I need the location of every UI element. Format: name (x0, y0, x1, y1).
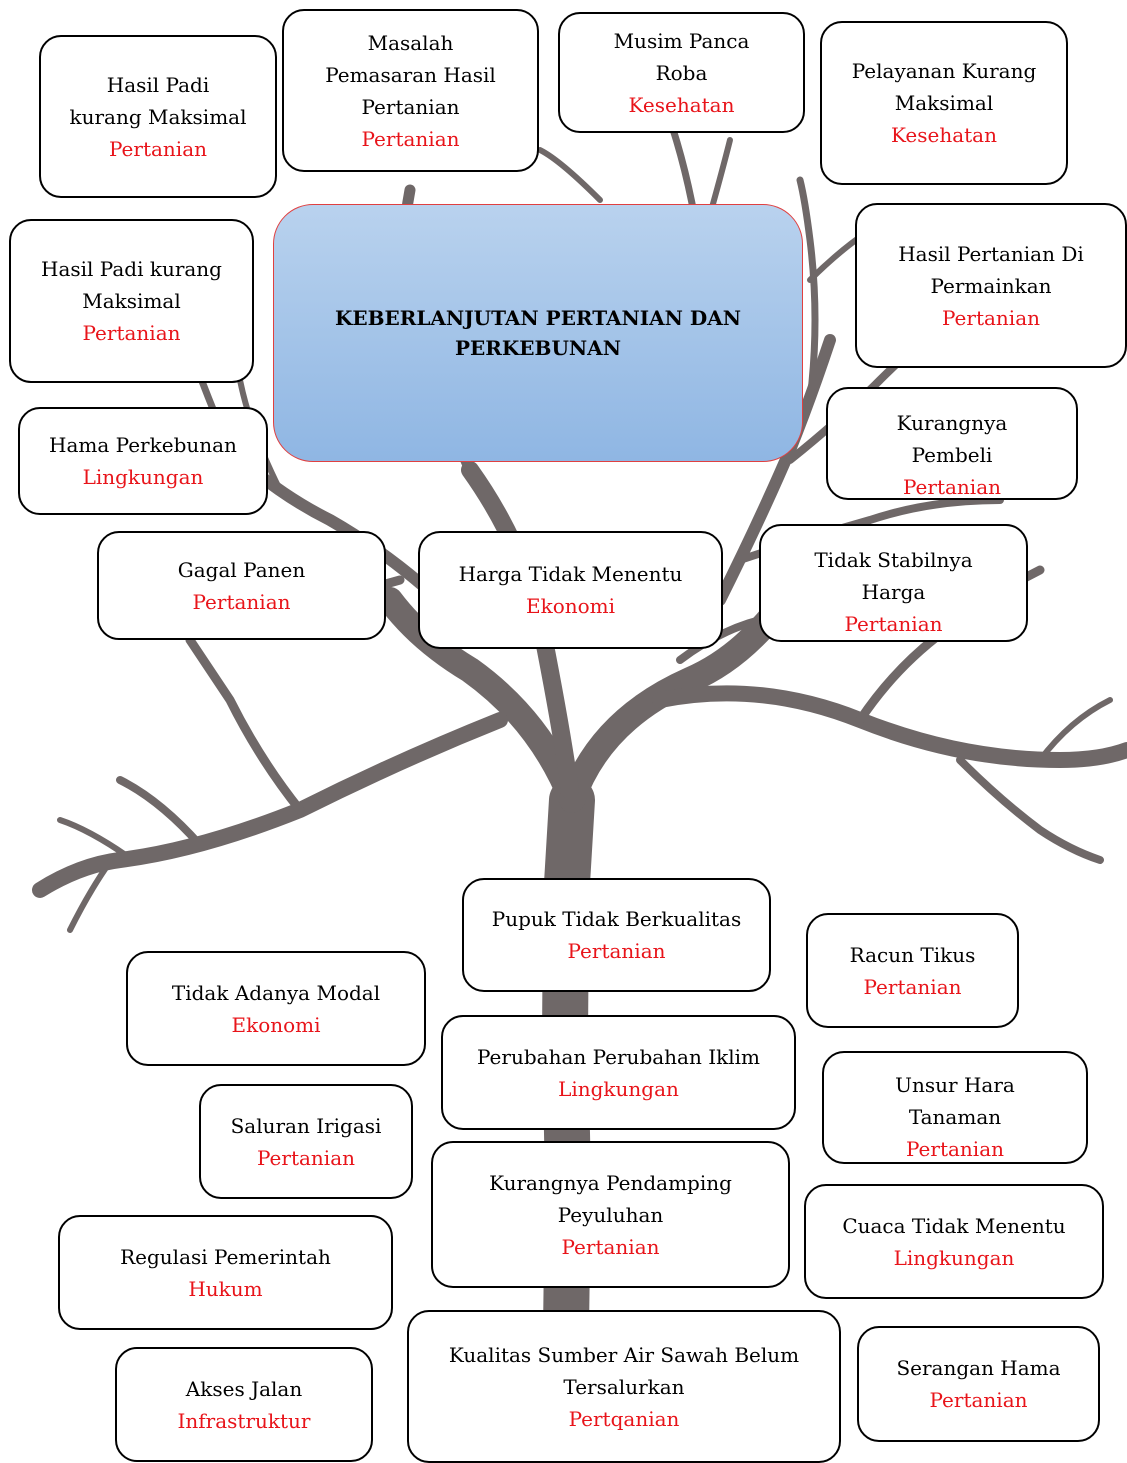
node-category: Hukum (188, 1276, 263, 1301)
node-text: Kurangnya (896, 411, 1008, 435)
node-text: Harga (861, 580, 926, 604)
node-category: Pertanian (567, 939, 666, 963)
node-text: Hasil Padi (106, 72, 210, 97)
node-text: Tidak Stabilnya (814, 548, 973, 572)
node-text: Pertanian (361, 94, 460, 119)
node-hasil-padi-kurang-maksimal-1: Hasil Padi kurang Maksimal Pertanian (39, 35, 277, 198)
node-tidak-adanya-modal: Tidak Adanya Modal Ekonomi (126, 951, 426, 1066)
node-text: Saluran Irigasi (230, 1113, 382, 1138)
node-category: Lingkungan (558, 1076, 679, 1101)
node-racun-tikus: Racun Tikus Pertanian (806, 913, 1019, 1028)
node-text: Tanaman (908, 1105, 1002, 1129)
node-pelayanan-kurang-maksimal: Pelayanan Kurang Maksimal Kesehatan (820, 21, 1068, 185)
node-tidak-stabilnya-harga: Tidak Stabilnya Harga Pertanian (759, 524, 1028, 642)
node-text: Kurangnya Pendamping (489, 1170, 732, 1195)
node-category: Pertqanian (568, 1406, 680, 1431)
central-topic: KEBERLANJUTAN PERTANIAN DAN PERKEBUNAN (273, 204, 803, 462)
node-text: Maksimal (894, 91, 994, 115)
node-category: Pertanian (906, 1137, 1004, 1161)
node-category: Pertanian (109, 136, 207, 161)
node-text: Roba (655, 60, 708, 85)
node-category: Pertanian (903, 475, 1001, 499)
node-unsur-hara-tanaman: Unsur Hara Tanaman Pertanian (822, 1051, 1088, 1164)
node-category: Kesehatan (891, 123, 997, 147)
node-text: Unsur Hara (895, 1073, 1015, 1097)
node-category: Infrastruktur (177, 1408, 311, 1433)
node-text: Serangan Hama (896, 1356, 1061, 1380)
node-kualitas-sumber-air: Kualitas Sumber Air Sawah Belum Tersalur… (407, 1310, 841, 1463)
node-text: Permainkan (930, 273, 1052, 298)
node-kurangnya-pendamping: Kurangnya Pendamping Peyuluhan Pertanian (431, 1141, 790, 1288)
node-category: Lingkungan (893, 1245, 1015, 1270)
node-category: Pertanian (561, 1234, 660, 1259)
node-akses-jalan: Akses Jalan Infrastruktur (115, 1347, 373, 1462)
node-pupuk-tidak-berkualitas: Pupuk Tidak Berkualitas Pertanian (462, 878, 771, 992)
node-text: Hasil Padi kurang (41, 257, 222, 281)
node-regulasi-pemerintah: Regulasi Pemerintah Hukum (58, 1215, 393, 1330)
node-text: Pemasaran Hasil (325, 62, 496, 87)
node-category: Pertanian (844, 612, 943, 636)
node-text: Pelayanan Kurang (851, 59, 1037, 83)
central-topic-title: KEBERLANJUTAN PERTANIAN DAN PERKEBUNAN (334, 306, 742, 360)
node-text: Masalah (367, 30, 454, 55)
node-musim-panca-roba: Musim Panca Roba Kesehatan (558, 12, 805, 133)
node-text: Perubahan Perubahan Iklim (477, 1044, 760, 1069)
node-category: Kesehatan (628, 92, 735, 117)
node-masalah-pemasaran: Masalah Pemasaran Hasil Pertanian Pertan… (282, 9, 539, 172)
node-text: Kualitas Sumber Air Sawah Belum (448, 1342, 800, 1367)
node-category: Ekonomi (231, 1012, 321, 1037)
node-text: Tersalurkan (563, 1374, 685, 1399)
node-text: Musim Panca (613, 28, 750, 53)
node-text: Harga Tidak Menentu (458, 562, 683, 586)
node-text: kurang Maksimal (69, 104, 247, 129)
node-text: Hasil Pertanian Di (898, 241, 1084, 266)
node-hama-perkebunan: Hama Perkebunan Lingkungan (18, 407, 268, 515)
node-harga-tidak-menentu: Harga Tidak Menentu Ekonomi (418, 531, 723, 649)
node-text: Pupuk Tidak Berkualitas (491, 907, 742, 931)
node-text: Akses Jalan (185, 1376, 303, 1401)
node-category: Pertanian (942, 305, 1040, 330)
node-category: Pertanian (361, 126, 460, 151)
node-text: Peyuluhan (557, 1202, 664, 1227)
node-category: Pertanian (82, 321, 181, 345)
node-cuaca-tidak-menentu: Cuaca Tidak Menentu Lingkungan (804, 1184, 1104, 1299)
node-category: Ekonomi (525, 594, 616, 618)
node-gagal-panen: Gagal Panen Pertanian (97, 531, 386, 640)
node-text: Racun Tikus (849, 942, 976, 967)
node-text: Tidak Adanya Modal (171, 980, 381, 1005)
node-text: Hama Perkebunan (49, 433, 237, 457)
node-saluran-irigasi: Saluran Irigasi Pertanian (199, 1084, 413, 1199)
node-category: Pertanian (863, 974, 962, 999)
node-text: Maksimal (82, 289, 181, 313)
node-text: Gagal Panen (177, 557, 306, 582)
node-category: Pertanian (257, 1145, 355, 1170)
node-serangan-hama: Serangan Hama Pertanian (857, 1326, 1100, 1442)
node-text: Regulasi Pemerintah (120, 1244, 331, 1269)
node-hasil-pertanian-dipermainkan: Hasil Pertanian Di Permainkan Pertanian (855, 203, 1127, 368)
node-perubahan-iklim: Perubahan Perubahan Iklim Lingkungan (441, 1015, 796, 1130)
node-category: Pertanian (929, 1388, 1028, 1412)
node-category: Lingkungan (82, 465, 204, 489)
node-kurangnya-pembeli: Kurangnya Pembeli Pertanian (826, 387, 1078, 500)
node-text: Cuaca Tidak Menentu (842, 1213, 1066, 1238)
node-hasil-padi-kurang-maksimal-2: Hasil Padi kurang Maksimal Pertanian (9, 219, 254, 383)
node-text: Pembeli (911, 443, 993, 467)
node-category: Pertanian (192, 589, 291, 614)
